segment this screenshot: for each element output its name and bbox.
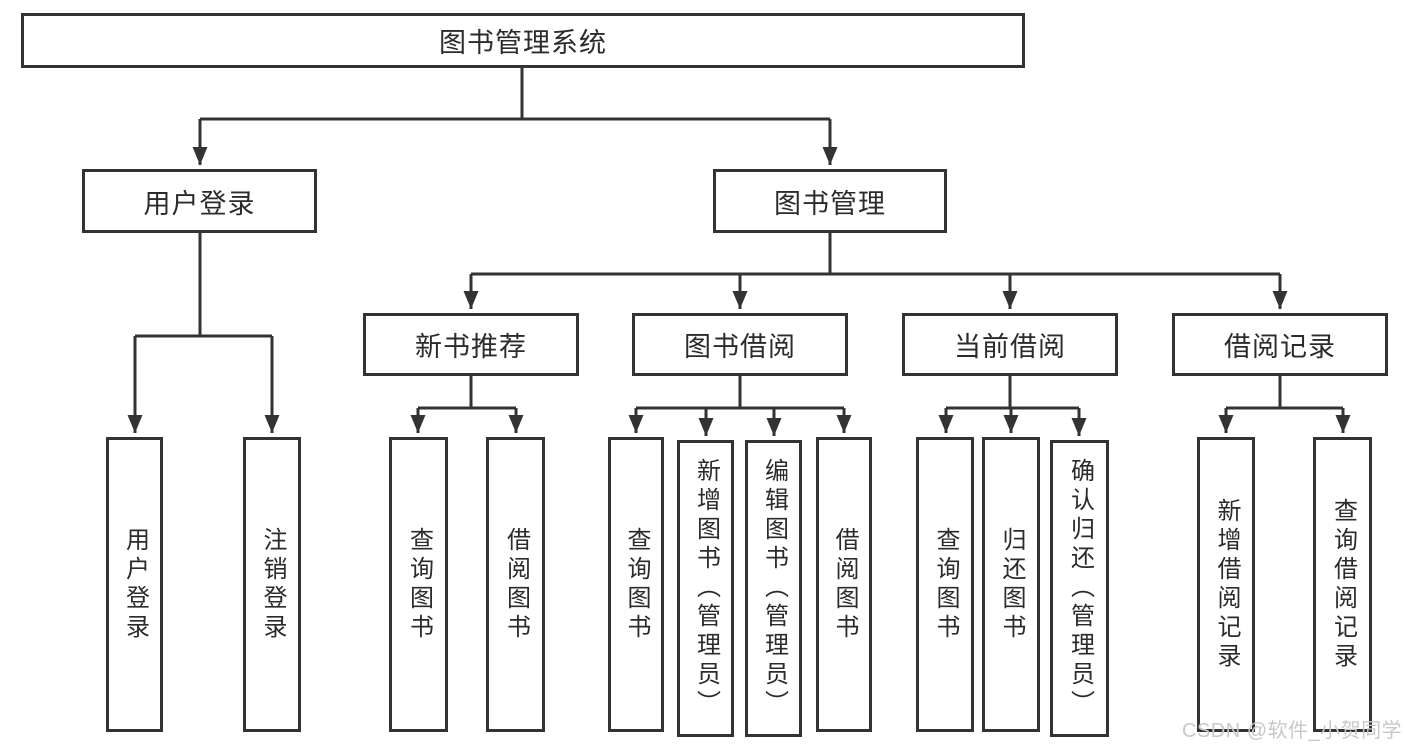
leaf-borrow-books-1-label: 借阅图书 bbox=[502, 526, 530, 643]
node-borrowing-records-label: 借阅记录 bbox=[1224, 332, 1336, 362]
node-user-login: 用户登录 bbox=[82, 169, 317, 233]
leaf-add-borrow-record-label: 新增借阅记录 bbox=[1213, 497, 1240, 672]
node-library-system-label: 图书管理系统 bbox=[439, 28, 607, 58]
leaf-query-borrow-record-label: 查询借阅记录 bbox=[1329, 497, 1357, 672]
leaf-borrow-books-2: 借阅图书 bbox=[816, 437, 872, 732]
leaf-confirm-return-admin: 确认归还（管理员） bbox=[1050, 440, 1109, 737]
node-book-borrowing-label: 图书借阅 bbox=[684, 332, 796, 362]
leaf-query-borrow-record: 查询借阅记录 bbox=[1313, 437, 1372, 732]
node-library-system: 图书管理系统 bbox=[21, 13, 1025, 68]
leaf-user-login-label: 用户登录 bbox=[121, 526, 149, 643]
leaf-query-books-3-label: 查询图书 bbox=[932, 526, 959, 643]
leaf-query-books-1: 查询图书 bbox=[389, 437, 448, 732]
node-new-book-recommendation: 新书推荐 bbox=[363, 313, 579, 376]
leaf-confirm-return-admin-label: 确认归还（管理员） bbox=[1066, 458, 1094, 719]
leaf-logout-label: 注销登录 bbox=[259, 526, 286, 643]
leaf-user-login: 用户登录 bbox=[106, 437, 163, 732]
leaf-return-books-label: 归还图书 bbox=[998, 526, 1025, 643]
node-current-borrowing-label: 当前借阅 bbox=[954, 332, 1066, 362]
leaf-add-book-admin: 新增图书（管理员） bbox=[677, 440, 734, 737]
leaf-query-books-3: 查询图书 bbox=[916, 437, 974, 732]
leaf-add-book-admin-label: 新增图书（管理员） bbox=[692, 458, 720, 719]
node-book-management-label: 图书管理 bbox=[774, 188, 886, 219]
leaf-logout: 注销登录 bbox=[243, 437, 301, 732]
connector-tree-segments bbox=[135, 66, 1343, 410]
node-current-borrowing: 当前借阅 bbox=[902, 313, 1118, 376]
node-book-management: 图书管理 bbox=[713, 169, 947, 233]
leaf-borrow-books-1: 借阅图书 bbox=[486, 437, 545, 732]
leaf-query-books-2: 查询图书 bbox=[608, 437, 664, 732]
leaf-edit-book-admin: 编辑图书（管理员） bbox=[745, 440, 802, 737]
node-user-login-label: 用户登录 bbox=[143, 188, 256, 219]
node-borrowing-records: 借阅记录 bbox=[1172, 313, 1388, 376]
csdn-watermark: CSDN @软件_小贺同学 bbox=[1182, 720, 1403, 742]
leaf-query-books-1-label: 查询图书 bbox=[405, 526, 433, 643]
leaf-borrow-books-2-label: 借阅图书 bbox=[831, 526, 858, 643]
leaf-edit-book-admin-label: 编辑图书（管理员） bbox=[760, 458, 788, 719]
leaf-return-books: 归还图书 bbox=[982, 437, 1040, 732]
node-new-book-recommendation-label: 新书推荐 bbox=[415, 332, 527, 362]
leaf-add-borrow-record: 新增借阅记录 bbox=[1197, 437, 1255, 732]
node-book-borrowing: 图书借阅 bbox=[632, 313, 848, 376]
leaf-query-books-2-label: 查询图书 bbox=[623, 526, 650, 643]
